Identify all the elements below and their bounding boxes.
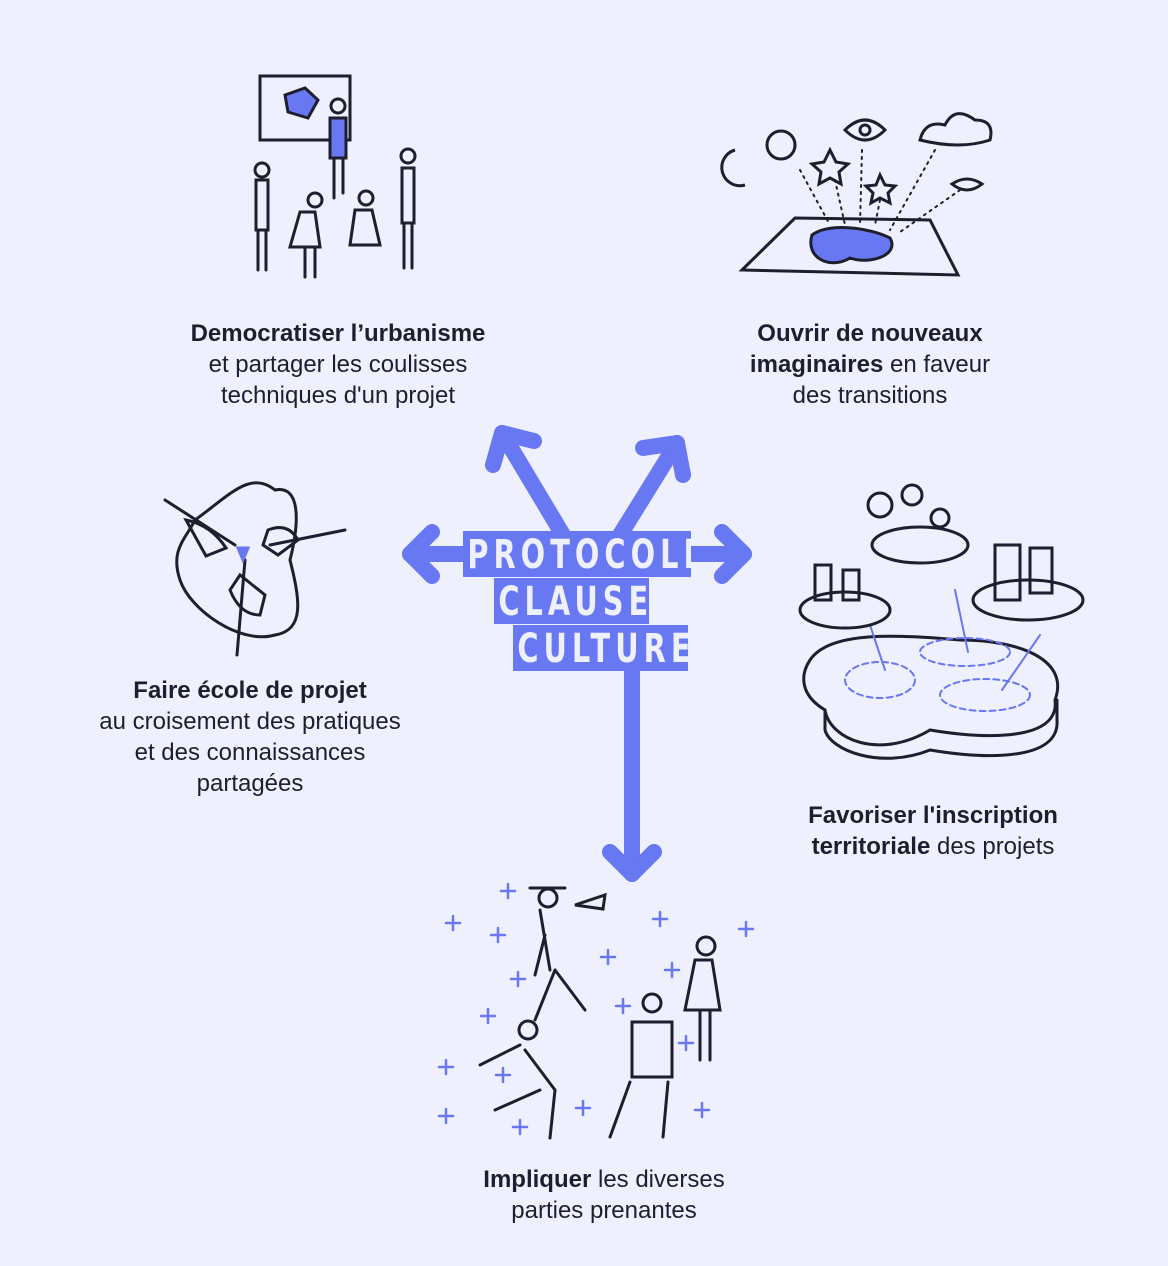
label-imaginaires: Ouvrir de nouveaux imaginaires en faveur… (749, 320, 991, 409)
arrow-left (402, 524, 478, 584)
arrow-down (602, 664, 662, 882)
label-ecole: Faire école de projet au croisement des … (99, 677, 401, 797)
people-illustration (478, 886, 722, 1140)
arrow-up-right (612, 435, 691, 543)
label-urbanisme: Democratiser l’urbanisme et partager les… (190, 320, 486, 409)
arrow-up-left (485, 425, 571, 543)
label-territoire: Favoriser l'inscription territoriale des… (808, 802, 1058, 860)
title-line-3: CULTURE (513, 625, 688, 671)
urbanism-illustration (253, 74, 417, 279)
arrow-right (682, 524, 752, 584)
title-line-1: PROTOCOLE (463, 531, 691, 577)
school-illustration (163, 481, 347, 657)
label-parties: Impliquer les diverses parties prenantes (483, 1166, 725, 1224)
sparkle-plus-icons (437, 882, 755, 1136)
title-line-2: CLAUSE (494, 578, 649, 624)
imaginaries-illustration (720, 112, 993, 277)
territory-illustration (798, 483, 1085, 760)
